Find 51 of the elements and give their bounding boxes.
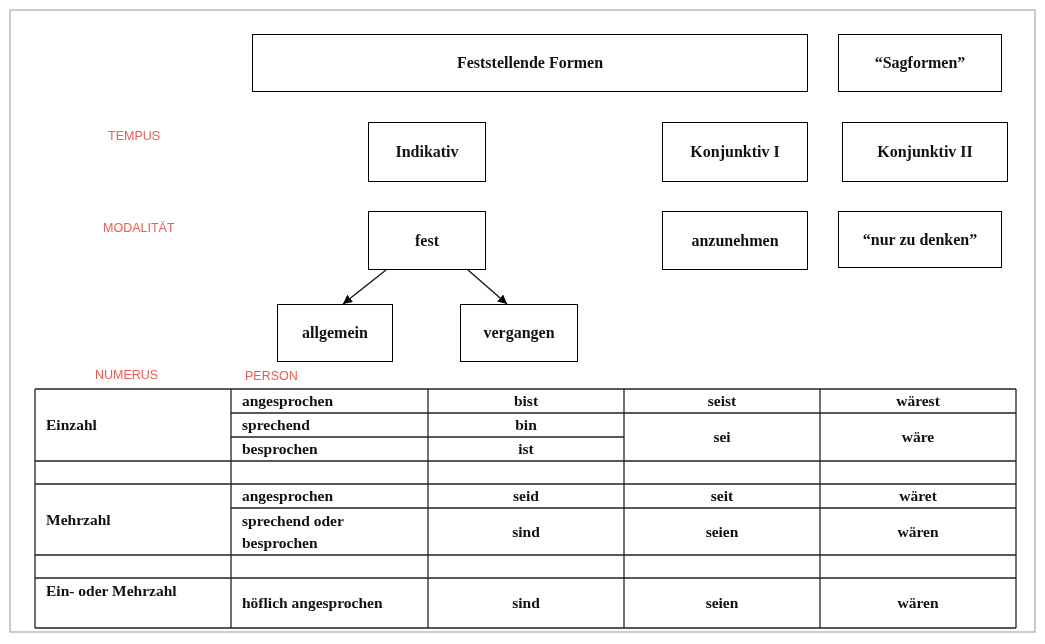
category-box — [842, 122, 1008, 182]
node-label: Konjunktiv II — [877, 143, 973, 161]
category-box — [368, 211, 486, 270]
table-text: angesprochen — [241, 486, 334, 506]
table-text: sind — [511, 593, 541, 613]
node-label: anzunehmen — [691, 231, 779, 250]
table-text: angesprochen — [241, 391, 334, 411]
node-label: allgemein — [302, 324, 368, 342]
table-text: bin — [514, 415, 538, 435]
table-text: wäre — [900, 427, 936, 447]
node-label: Feststellende Formen — [456, 54, 604, 72]
category-heading: MODALITÄT — [103, 221, 175, 235]
table-text: bist — [512, 391, 540, 411]
table-text: wären — [896, 593, 940, 613]
category-box — [662, 122, 808, 182]
category-heading: PERSON — [245, 369, 298, 383]
category-box — [368, 122, 486, 182]
table-text: sprechend — [241, 415, 311, 435]
category-box — [838, 211, 1002, 268]
table-text: sprechend oder besprochen — [241, 510, 345, 553]
arrow — [467, 269, 508, 305]
table-text: seid — [512, 486, 540, 506]
table-text: Mehrzahl — [45, 509, 112, 530]
table-text: seit — [709, 486, 735, 506]
table-text: sind — [511, 521, 541, 542]
table-text: besprochen — [241, 439, 319, 459]
heading-box — [838, 34, 1002, 92]
node-label: “Sagformen” — [874, 54, 966, 72]
table-text: seien — [704, 521, 740, 542]
node-label: Indikativ — [395, 143, 459, 161]
table-text: sei — [712, 427, 732, 447]
table-text: wären — [896, 521, 940, 542]
category-heading: NUMERUS — [95, 368, 159, 382]
table-text: Einzahl — [45, 415, 98, 435]
arrow — [342, 269, 387, 305]
table-text: seien — [704, 593, 740, 613]
table-text: wärest — [895, 391, 941, 411]
node-label: Konjunktiv I — [690, 143, 780, 161]
table-text: höflich angesprochen — [241, 593, 384, 613]
node-label: fest — [415, 231, 439, 250]
category-box — [460, 304, 578, 362]
node-label: “nur zu denken” — [862, 230, 978, 249]
category-box — [662, 211, 808, 270]
category-box — [277, 304, 393, 362]
heading-box — [252, 34, 808, 92]
table-text: wäret — [898, 486, 938, 506]
table-text: ist — [517, 439, 535, 459]
table-text: seist — [706, 391, 738, 411]
category-heading: TEMPUS — [108, 129, 161, 143]
node-label: vergangen — [483, 324, 555, 342]
table-text: Ein- oder Mehrzahl — [45, 581, 178, 601]
